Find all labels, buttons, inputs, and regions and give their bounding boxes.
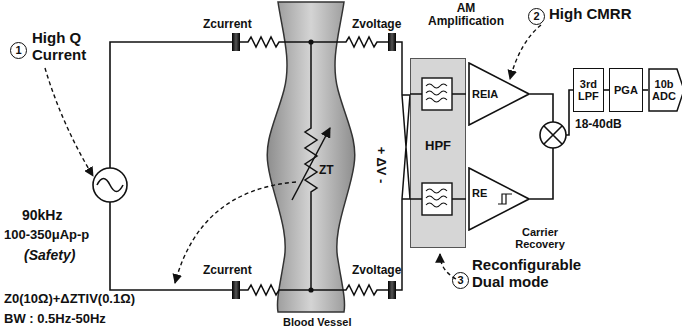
frequency-label: 90kHz (22, 208, 62, 223)
amplifier-triangle: RE (468, 167, 530, 231)
gain-label: 18-40dB (575, 118, 622, 131)
impedance-label: ZT (319, 164, 334, 177)
callout-text: High Q Current (32, 30, 102, 63)
impedance-label: Zvoltage (352, 18, 401, 31)
callout-number: 3 (452, 272, 469, 289)
adc-block: 10b ADC (648, 68, 682, 112)
callout-number: 2 (528, 8, 545, 25)
mixer (530, 90, 573, 199)
current-source (93, 42, 232, 290)
leader-line (45, 25, 541, 283)
signal-label: + ΔV - (374, 147, 388, 184)
electrode (232, 33, 396, 299)
safety-note: (Safety) (24, 248, 75, 263)
impedance-label: Zvoltage (352, 264, 401, 277)
impedance-label: Zcurrent (203, 18, 252, 31)
process-box: PGA (609, 68, 643, 112)
amplifier-triangle: REIA (468, 62, 530, 126)
block-name: 3rd LPF (578, 78, 599, 102)
bandwidth-note: BW : 0.5Hz-50Hz (4, 312, 106, 326)
resistor-network (240, 37, 410, 295)
signal-wire (643, 89, 648, 91)
block-label: Carrier Recovery (497, 226, 583, 250)
current-label: 100-350μAp-p (4, 228, 89, 242)
callout-text: High CMRR (549, 6, 632, 23)
callout-number: 1 (10, 42, 27, 59)
impedance-note: Z0(10Ω)+ΔZTIV(0.1Ω) (4, 292, 135, 306)
block-name: HPF (411, 139, 465, 153)
callout-text: Reconfigurable Dual mode (472, 257, 590, 290)
part-name: Blood Vessel (283, 316, 351, 328)
block-name: PGA (614, 84, 638, 96)
impedance-label: Zcurrent (203, 264, 252, 277)
section-label: AM Amplification (424, 2, 508, 28)
block-name: 10b ADC (652, 78, 676, 102)
comparator-symbol (498, 194, 512, 204)
block-name: RE (472, 187, 487, 199)
blood-vessel (267, 2, 355, 312)
block-name: REIA (472, 88, 498, 100)
filter-block: HPF (410, 58, 466, 248)
process-box: 3rd LPF (573, 68, 604, 112)
